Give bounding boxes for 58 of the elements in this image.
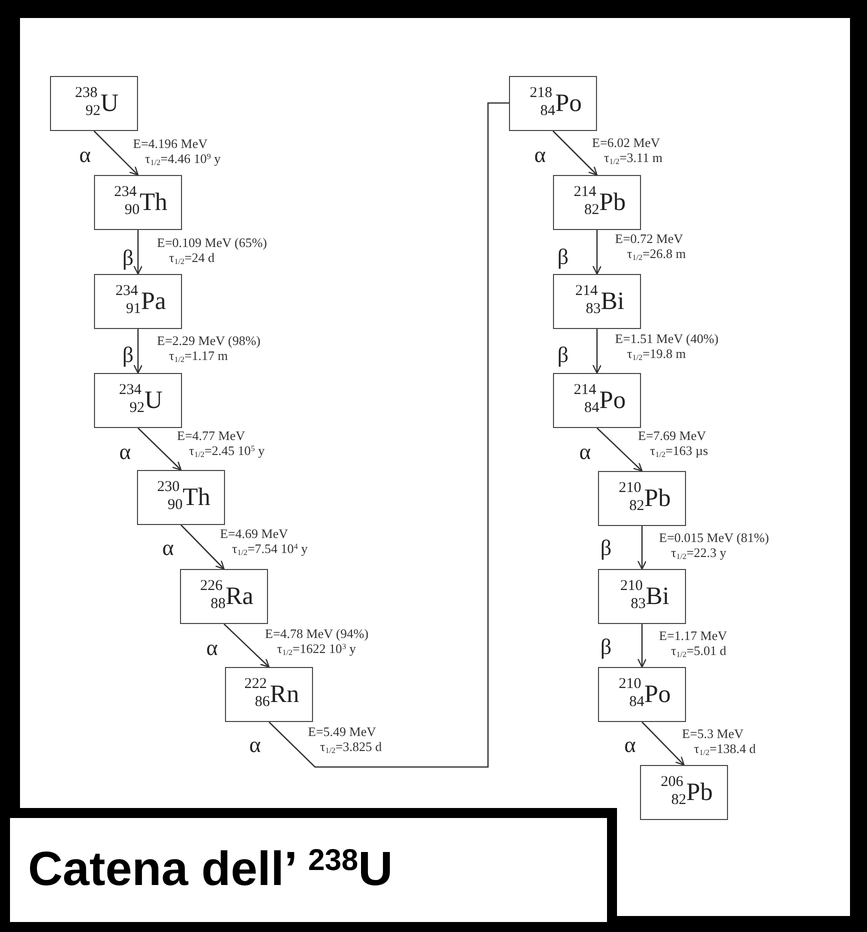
nuclide-box [553,274,641,329]
decay-data-label: E=6.02 MeV τ$_{1/2}$=3.11 m [592,135,664,165]
decay-data-label: E=4.78 MeV (94%) τ$_{1/2}$=1622 10$^{3}$ y [265,626,370,656]
nuclide-box [553,175,641,230]
nuclide-box [640,765,728,820]
decay-type-label: α [534,144,546,166]
decay-data-label: E=4.69 MeV τ$_{1/2}$=7.54 10$^{4}$ y [220,526,309,556]
decay-arrow [592,329,602,374]
decay-type-label: β [557,246,569,268]
decay-type-label: β [557,344,569,366]
nuclide-box [509,76,597,131]
decay-type-label: β [600,636,612,658]
decay-data-label: E=4.196 MeV τ$_{1/2}$=4.46 10$^{9}$ y [133,136,222,166]
decay-type-label: α [579,441,591,463]
decay-data-label: E=7.69 MeV τ$_{1/2}$=163 µs [638,428,710,458]
decay-arrow [596,428,643,472]
nuclide-box [50,76,138,131]
decay-data-label: E=1.17 MeV τ$_{1/2}$=5.01 d [659,628,728,658]
decay-arrow [637,624,647,668]
decay-arrow [138,428,182,471]
nuclide-box [553,373,641,428]
nuclide-box [94,373,182,428]
decay-arrow [224,624,270,668]
decay-arrow [180,524,225,570]
decay-type-label: α [119,441,131,463]
decay-type-label: β [122,247,134,269]
decay-data-label: E=0.109 MeV (65%) τ$_{1/2}$=24 d [157,235,268,265]
diagram-title: Catena dell’ $^{238}$U [28,846,393,894]
decay-arrow [642,722,685,766]
decay-type-label: α [162,537,174,559]
decay-arrow [637,526,647,570]
nuclide-box [598,667,686,722]
decay-data-label: E=4.77 MeV τ$_{1/2}$=2.45 10$^{5}$ y [177,428,266,458]
decay-data-label: E=0.015 MeV (81%) τ$_{1/2}$=22.3 y [659,530,770,560]
nuclide-box [137,470,225,525]
decay-arrow [133,329,143,374]
decay-arrow [552,130,598,176]
decay-data-label: E=5.3 MeV τ$_{1/2}$=138.4 d [682,726,757,756]
decay-data-label: E=0.72 MeV τ$_{1/2}$=26.8 m [615,231,687,261]
decay-type-label: β [122,344,134,366]
connector-line [268,102,509,768]
decay-data-label: E=5.49 MeV τ$_{1/2}$=3.825 d [308,724,383,754]
decay-type-label: α [79,144,91,166]
nuclide-box [598,569,686,624]
decay-arrow [133,230,143,275]
decay-arrow [94,130,139,176]
nuclide-box [94,274,182,329]
decay-data-label: E=1.51 MeV (40%) τ$_{1/2}$=19.8 m [615,331,720,361]
decay-type-label: β [600,537,612,559]
nuclide-box [180,569,268,624]
decay-arrow [592,230,602,275]
nuclide-box [94,175,182,230]
decay-type-label: α [206,637,218,659]
decay-type-label: α [624,734,636,756]
nuclide-box [225,667,313,722]
decay-type-label: α [249,734,261,756]
nuclide-box [598,471,686,526]
decay-data-label: E=2.29 MeV (98%) τ$_{1/2}$=1.17 m [157,333,262,363]
